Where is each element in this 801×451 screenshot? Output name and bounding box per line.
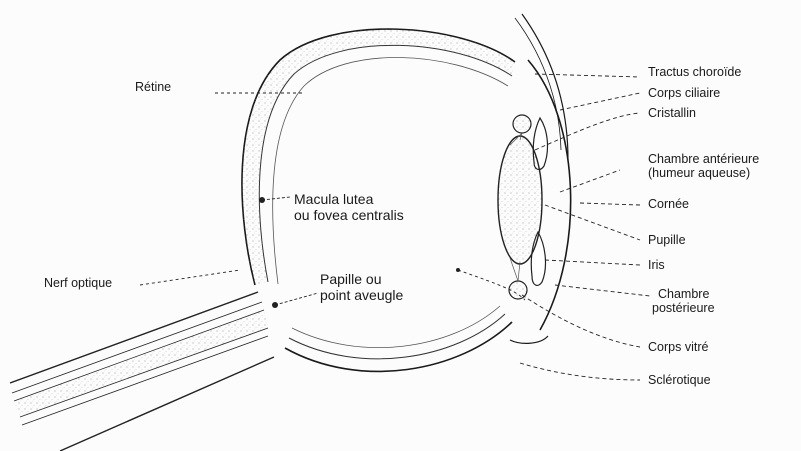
leader-nerf	[140, 270, 240, 285]
label-papille: Papille ou point aveugle	[320, 271, 403, 303]
choroid-lower	[289, 314, 505, 359]
leader-cornee	[580, 203, 640, 205]
leader-pupille	[545, 205, 640, 240]
retina-line	[273, 57, 508, 284]
leader-ciliaire	[560, 93, 640, 110]
label-pupille: Pupille	[648, 233, 686, 247]
cornea-lower-lip	[510, 336, 548, 343]
lens	[498, 136, 542, 264]
label-macula-line2: ou fovea centralis	[294, 207, 404, 223]
leader-macula	[262, 197, 290, 200]
label-sclerotique: Sclérotique	[648, 373, 711, 387]
label-cornee: Cornée	[648, 197, 689, 211]
label-chambre-anterieure: Chambre antérieure (humeur aqueuse)	[648, 152, 759, 181]
label-corps-vitre: Corps vitré	[648, 340, 708, 354]
label-chambre-posterieure-line2: postérieure	[652, 301, 715, 315]
leader-iris	[545, 260, 640, 265]
leader-tractus	[535, 74, 640, 77]
label-cristallin: Cristallin	[648, 106, 696, 120]
sclera-stipple	[242, 29, 515, 285]
label-chambre-posterieure-line1: Chambre	[658, 287, 715, 301]
optic-nerve-fibers	[14, 310, 268, 417]
label-tractus-choroide: Tractus choroïde	[648, 65, 741, 79]
label-papille-line1: Papille ou	[320, 271, 403, 287]
label-macula: Macula lutea ou fovea centralis	[294, 191, 404, 223]
label-chambre-anterieure-line2: (humeur aqueuse)	[648, 166, 759, 180]
ciliary-body-top	[513, 115, 531, 133]
label-chambre-anterieure-line1: Chambre antérieure	[648, 152, 759, 166]
label-chambre-posterieure: Chambre postérieure	[658, 287, 715, 316]
leader-papille	[275, 293, 318, 305]
label-papille-line2: point aveugle	[320, 287, 403, 303]
choroid-band	[259, 45, 512, 282]
label-nerf-optique: Nerf optique	[44, 276, 112, 290]
label-macula-line1: Macula lutea	[294, 191, 404, 207]
leader-vitre	[522, 295, 640, 347]
leader-sclerotique	[520, 363, 640, 380]
label-retine: Rétine	[135, 80, 171, 94]
label-iris: Iris	[648, 258, 665, 272]
label-corps-ciliaire: Corps ciliaire	[648, 86, 720, 100]
retina-lower	[292, 306, 500, 348]
leader-cristallin	[535, 113, 640, 150]
leader-chambre-post	[555, 285, 650, 296]
